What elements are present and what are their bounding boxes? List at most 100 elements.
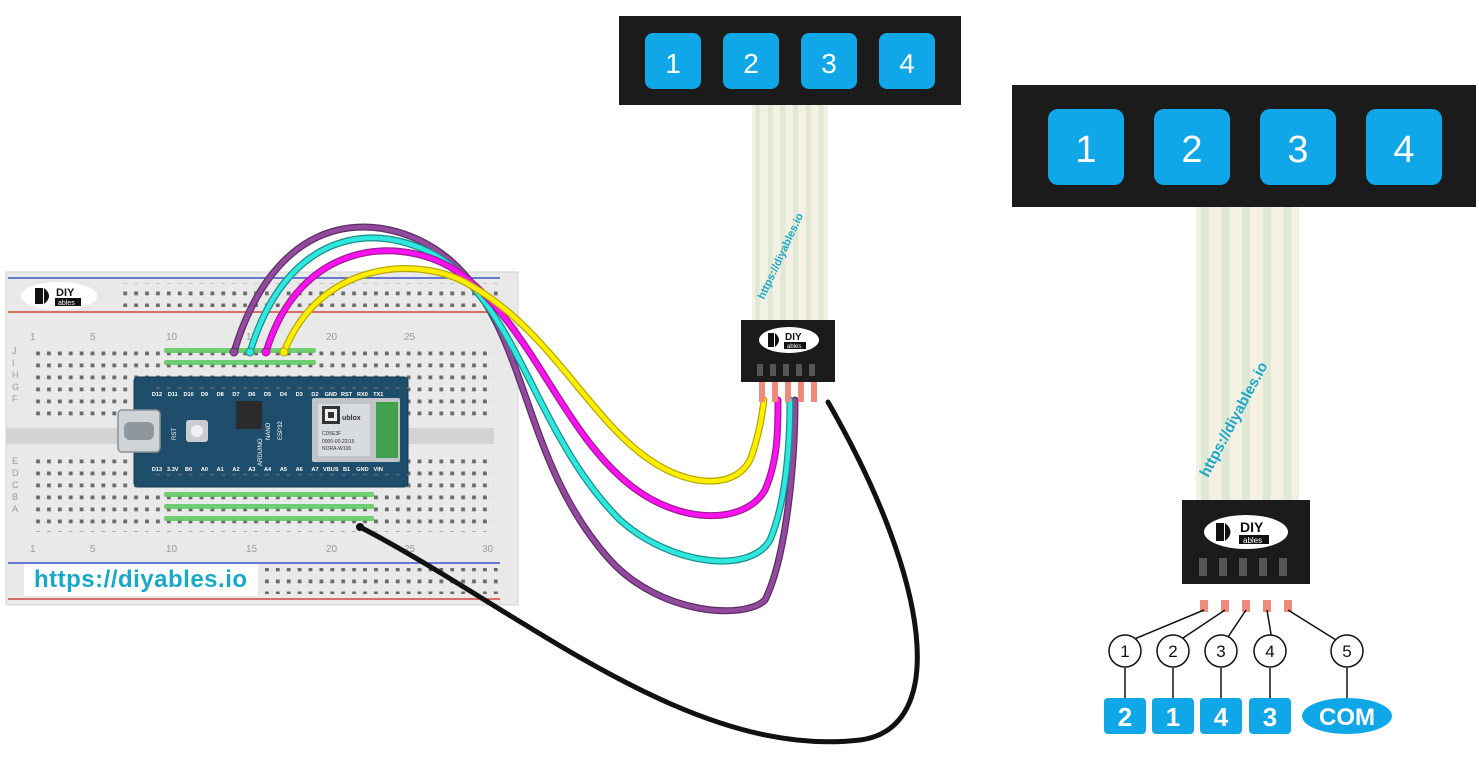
bottom-pin-label-a3: A3	[248, 467, 255, 473]
bottom-pin-label-a7: A7	[311, 467, 318, 473]
large-key-3: 3	[1260, 109, 1336, 185]
svg-text:RST: RST	[172, 428, 178, 440]
top-power-rail-holes	[120, 283, 500, 307]
top-pin-label-d4: D4	[280, 392, 288, 398]
svg-text:C: C	[12, 480, 19, 490]
large-key-1: 1	[1048, 109, 1124, 185]
svg-text:1: 1	[30, 332, 36, 343]
wire-magenta	[263, 248, 781, 518]
large-ribbon-cable	[1196, 207, 1299, 507]
connected-holes	[164, 348, 374, 521]
antenna	[376, 402, 398, 458]
wire-purple	[231, 224, 798, 613]
large-key-4: 4	[1366, 109, 1442, 185]
top-pin-label-gnd: GND	[325, 392, 337, 398]
svg-text:DIY: DIY	[785, 332, 802, 343]
top-pin-label-d9: D9	[201, 392, 208, 398]
pin-number-5: 5	[1342, 642, 1351, 661]
top-pin-label-d2: D2	[311, 392, 318, 398]
svg-text:5: 5	[90, 544, 96, 555]
pin-function-2: 1	[1166, 702, 1180, 732]
svg-text:NANO: NANO	[266, 422, 272, 440]
bottom-pin-label-b1: B1	[343, 467, 350, 473]
pin-function-1: 2	[1118, 702, 1132, 732]
small-key-2: 2	[723, 33, 779, 89]
svg-text:10: 10	[166, 544, 178, 555]
small-key-1: 1	[645, 33, 701, 89]
top-pin-label-rst: RST	[341, 392, 353, 398]
pin-function-3: 4	[1214, 702, 1229, 732]
svg-text:H: H	[12, 370, 19, 380]
svg-text:CD5E3F: CD5E3F	[322, 431, 341, 437]
svg-text:A: A	[12, 504, 18, 514]
bottom-power-rail-holes	[232, 568, 502, 594]
bottom-pin-label-vbus: VBUS	[323, 467, 339, 473]
small-key-3: 3	[801, 33, 857, 89]
top-pin-label-d8: D8	[217, 392, 224, 398]
svg-text:E: E	[12, 456, 18, 466]
svg-text:1: 1	[665, 48, 681, 79]
wire-ends	[229, 347, 364, 531]
svg-text:15: 15	[246, 544, 258, 555]
svg-text:F: F	[12, 394, 18, 404]
bottom-pin-label-vin: VIN	[374, 467, 383, 473]
svg-text:2: 2	[1181, 129, 1202, 171]
top-pin-label-d3: D3	[296, 392, 303, 398]
svg-text:3: 3	[821, 48, 837, 79]
svg-text:J: J	[12, 346, 17, 356]
svg-text:25: 25	[404, 332, 416, 343]
arduino-nano-esp32: CD5E3F 0000-00-22/15 NORA-W106 ublox NAN…	[117, 376, 409, 488]
pin-number-2: 2	[1168, 642, 1177, 661]
bottom-pin-label-a1: A1	[217, 467, 224, 473]
wires	[230, 223, 920, 745]
large-keypad: https://diyables.io 1 2 3 4 DIY ables	[1012, 85, 1476, 612]
svg-text:B: B	[12, 492, 18, 502]
svg-text:ESP32: ESP32	[278, 421, 284, 440]
svg-text:ables: ables	[58, 300, 75, 307]
bottom-pin-label-gnd: GND	[356, 467, 368, 473]
breadboard-logo: DIY ables	[21, 282, 97, 310]
top-pin-label-d7: D7	[232, 392, 239, 398]
svg-text:0000-00-22/15: 0000-00-22/15	[322, 439, 355, 445]
top-pin-label-tx1: TX1	[373, 392, 383, 398]
pin-number-3: 3	[1216, 642, 1225, 661]
top-pin-label-d10: D10	[183, 392, 193, 398]
pin-number-4: 4	[1265, 642, 1274, 661]
svg-text:I: I	[12, 358, 15, 368]
bottom-pin-label-a6: A6	[296, 467, 303, 473]
svg-text:1: 1	[30, 544, 36, 555]
svg-text:20: 20	[326, 544, 338, 555]
row-letters: J I H G F E D C B A	[12, 346, 19, 514]
pin-number-1: 1	[1120, 642, 1129, 661]
svg-text:ables: ables	[1243, 536, 1262, 545]
pinout-diagram: 1 2 3 4 5 2 1 4 3 COM	[1104, 609, 1392, 734]
bottom-pin-label-33v: 3.3V	[167, 467, 179, 473]
svg-text:D: D	[12, 468, 19, 478]
svg-text:DIY: DIY	[1240, 519, 1264, 535]
wire-cyan	[247, 235, 793, 564]
top-pin-label-d6: D6	[248, 392, 255, 398]
bottom-pin-label-a5: A5	[280, 467, 287, 473]
svg-text:ublox: ublox	[342, 415, 361, 422]
svg-text:NORA-W106: NORA-W106	[322, 446, 351, 452]
top-pin-label-d12: D12	[152, 392, 162, 398]
bottom-pin-label-a0: A0	[201, 467, 208, 473]
bottom-pin-label-a4: A4	[264, 467, 272, 473]
top-pin-label-d5: D5	[264, 392, 271, 398]
arduino-pin-headers	[149, 381, 409, 482]
top-pin-label-rx0: RX0	[357, 392, 368, 398]
small-ribbon-cable	[752, 105, 828, 325]
pin-function-com: COM	[1319, 704, 1375, 731]
bottom-pin-label-b0: B0	[185, 467, 192, 473]
pin-function-4: 3	[1263, 702, 1277, 732]
bottom-pin-label-d13: D13	[152, 467, 162, 473]
small-key-4: 4	[879, 33, 935, 89]
svg-text:ARDUINO: ARDUINO	[258, 438, 264, 466]
svg-text:G: G	[12, 382, 19, 392]
wire-black-gnd	[357, 399, 920, 745]
svg-text:30: 30	[482, 544, 494, 555]
svg-text:2: 2	[743, 48, 759, 79]
